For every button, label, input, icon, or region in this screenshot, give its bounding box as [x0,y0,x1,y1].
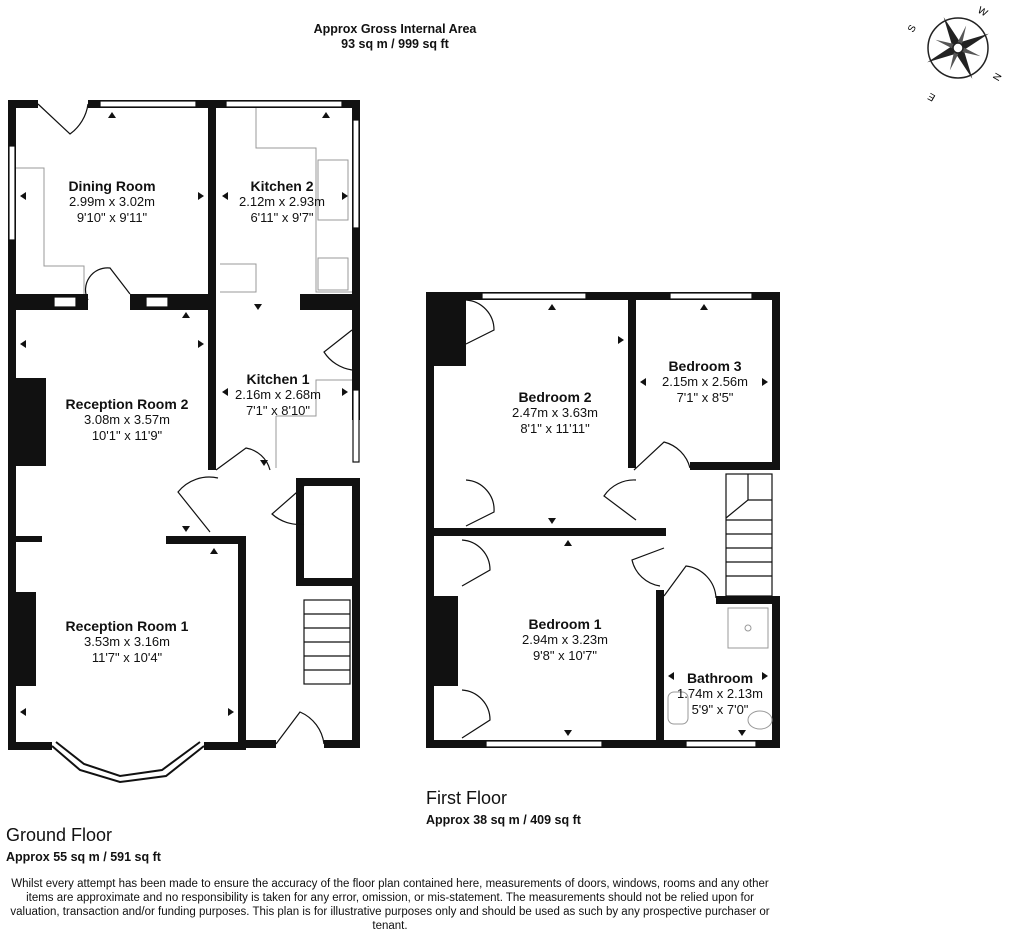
bay-window [51,741,205,784]
room-metric: 1.74m x 2.13m [677,686,763,701]
bathroom-fittings [667,607,773,730]
room-name: Kitchen 2 [250,178,314,194]
room-metric: 2.99m x 3.02m [69,194,155,209]
room-metric: 2.47m x 3.63m [512,405,598,420]
room-name: Reception Room 2 [65,396,189,412]
room-reception-room-2: Reception Room 2 3.08m x 3.57m 10'1" x 1… [52,396,202,444]
compass-label-s: S [906,23,919,35]
room-bedroom-2: Bedroom 2 2.47m x 3.63m 8'1" x 11'11" [490,389,620,437]
room-imperial: 7'1" x 8'5" [676,390,734,405]
room-metric: 2.15m x 2.56m [662,374,748,389]
room-imperial: 11'7" x 10'4" [91,650,163,665]
room-metric: 2.16m x 2.68m [235,387,321,402]
room-kitchen-2: Kitchen 2 2.12m x 2.93m 6'11" x 9'7" [222,178,342,226]
room-bedroom-1: Bedroom 1 2.94m x 3.23m 9'8" x 10'7" [500,616,630,664]
room-imperial: 8'1" x 11'11" [520,421,590,436]
room-kitchen-1: Kitchen 1 2.16m x 2.68m 7'1" x 8'10" [218,371,338,419]
first-floor-caption: First Floor Approx 38 sq m / 409 sq ft [426,788,581,827]
room-imperial: 10'1" x 11'9" [91,428,163,443]
room-name: Dining Room [68,178,156,194]
first-floor-plan [426,292,780,748]
compass-label-w: W [976,5,990,20]
room-name: Reception Room 1 [65,618,189,634]
room-imperial: 7'1" x 8'10" [245,403,311,418]
room-metric: 3.53m x 3.16m [84,634,170,649]
first-floor-title: First Floor [426,788,507,808]
room-metric: 2.94m x 3.23m [522,632,608,647]
room-name: Kitchen 1 [246,371,310,387]
room-imperial: 9'8" x 10'7" [532,648,598,663]
windows-first [481,292,757,748]
room-name: Bathroom [686,670,754,686]
room-dining-room: Dining Room 2.99m x 3.02m 9'10" x 9'11" [52,178,172,226]
gross-area-title: Approx Gross Internal Area [313,22,477,36]
room-imperial: 6'11" x 9'7" [250,210,314,225]
windows-ground [8,100,360,463]
compass-rose-icon [927,17,989,79]
disclaimer-text: Whilst every attempt has been made to en… [10,878,770,932]
ground-floor-area: Approx 55 sq m / 591 sq ft [6,850,161,864]
dimension-markers-first [548,304,768,736]
room-imperial: 5'9" x 7'0" [691,702,749,717]
stairs-first [725,473,773,597]
room-bathroom: Bathroom 1.74m x 2.13m 5'9" x 7'0" [664,670,776,718]
doors-ground [37,103,353,745]
kitchen-fittings [16,108,352,468]
room-metric: 2.12m x 2.93m [239,194,325,209]
ground-floor-plan [8,100,360,750]
ground-floor-caption: Ground Floor Approx 55 sq m / 591 sq ft [6,825,161,864]
room-bedroom-3: Bedroom 3 2.15m x 2.56m 7'1" x 8'5" [646,358,764,406]
room-name: Bedroom 3 [668,358,742,374]
room-imperial: 9'10" x 9'11" [76,210,148,225]
stairs-ground [303,599,351,685]
room-name: Bedroom 2 [518,389,592,405]
gross-area-header: Approx Gross Internal Area 93 sq m / 999… [250,22,540,52]
room-name: Bedroom 1 [528,616,602,632]
room-reception-room-1: Reception Room 1 3.53m x 3.16m 11'7" x 1… [52,618,202,666]
first-floor-area: Approx 38 sq m / 409 sq ft [426,813,581,827]
doors-first [461,299,717,739]
gross-area-value: 93 sq m / 999 sq ft [341,37,449,51]
room-metric: 3.08m x 3.57m [84,412,170,427]
ground-floor-title: Ground Floor [6,825,113,845]
compass-label-n: N [990,71,1003,83]
dimension-markers-ground [20,112,348,716]
compass-label-e: E [926,90,938,103]
